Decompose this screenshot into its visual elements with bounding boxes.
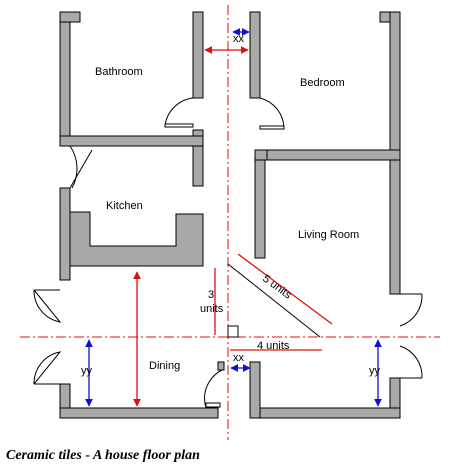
wall-dining-bottom-right bbox=[249, 407, 401, 419]
east-door-upper-swing bbox=[399, 293, 423, 327]
top-gap-label: xx bbox=[233, 33, 245, 45]
kitchen-door-swing bbox=[69, 145, 78, 189]
wall-living-west bbox=[254, 159, 266, 259]
left-height-label: yy bbox=[81, 365, 93, 377]
bathroom-door-leaf bbox=[164, 123, 194, 128]
wall-bathroom-bottom bbox=[59, 135, 204, 147]
triangle-hypotenuse bbox=[227, 263, 321, 338]
room-label-dining: Dining bbox=[149, 360, 180, 372]
bedroom-door-swing bbox=[259, 97, 285, 129]
wall-bathroom-east-lower bbox=[192, 129, 204, 187]
wall-bedroom-west bbox=[249, 11, 261, 99]
doors bbox=[33, 97, 423, 409]
vertical-leg-label-unit: units bbox=[200, 303, 224, 315]
right-angle-marker bbox=[227, 325, 239, 338]
wall-dining-right-jamb bbox=[249, 361, 261, 419]
wall-bathroom-top bbox=[59, 11, 81, 23]
bottom-gap-label: xx bbox=[233, 352, 245, 364]
kitchen-counter bbox=[69, 211, 204, 267]
dining-door-leaf bbox=[205, 402, 221, 408]
dining-door-swing bbox=[204, 369, 223, 409]
kitchen-door-leaf bbox=[69, 149, 93, 189]
hypotenuse-dimension-line bbox=[237, 253, 333, 325]
west-door-upper-swing bbox=[33, 289, 62, 323]
room-label-kitchen: Kitchen bbox=[106, 200, 143, 212]
wall-west-middle bbox=[59, 187, 71, 281]
horizontal-leg-label: 4 units bbox=[257, 340, 290, 352]
vertical-leg-label-number: 3 bbox=[208, 289, 214, 301]
room-label-living-room: Living Room bbox=[298, 229, 359, 241]
wall-west-upper bbox=[59, 11, 71, 147]
wall-bedroom-bottom-stub bbox=[254, 149, 268, 161]
bedroom-door-leaf bbox=[259, 125, 285, 130]
right-height-label: yy bbox=[369, 365, 381, 377]
room-label-bathroom: Bathroom bbox=[95, 66, 143, 78]
east-door-lower-swing bbox=[399, 345, 423, 379]
walls bbox=[59, 11, 401, 419]
wall-dining-left-jamb bbox=[217, 361, 225, 371]
wall-bedroom-bottom bbox=[259, 149, 401, 161]
wall-bathroom-east bbox=[192, 11, 204, 99]
figure-caption: Ceramic tiles - A house floor plan bbox=[6, 448, 200, 463]
wall-dining-bottom-left bbox=[59, 407, 219, 419]
hypotenuse-label: 5 units bbox=[260, 273, 294, 302]
bathroom-door-swing bbox=[164, 97, 194, 127]
west-door-lower-swing bbox=[33, 351, 62, 385]
room-label-bedroom: Bedroom bbox=[300, 77, 345, 89]
